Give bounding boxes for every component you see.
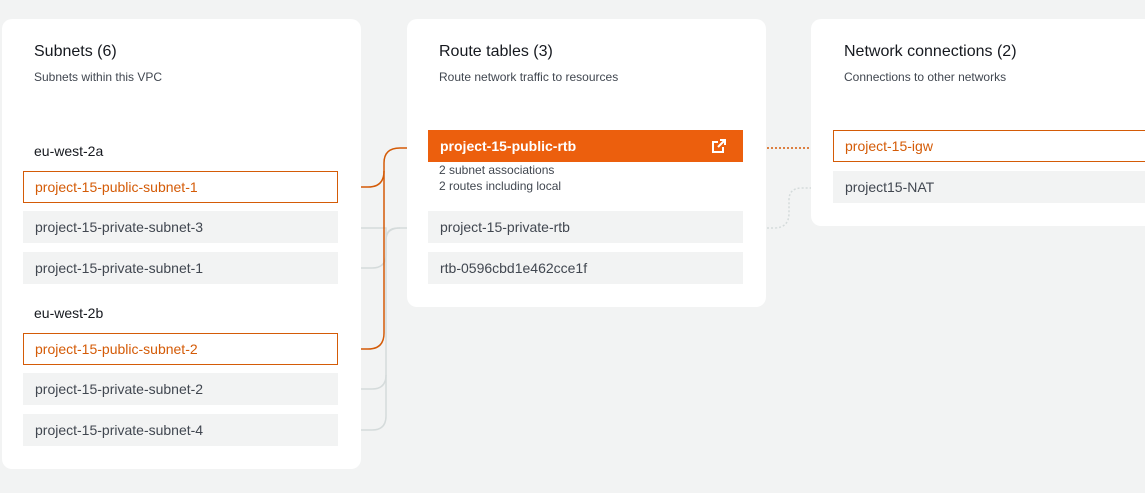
subnet-item[interactable]: project-15-private-subnet-1 <box>23 252 338 284</box>
route-table-item[interactable]: rtb-0596cbd1e462cce1f <box>428 252 743 284</box>
subnet-item[interactable]: project-15-private-subnet-4 <box>23 414 338 446</box>
external-link-icon[interactable] <box>711 138 727 154</box>
subnet-item[interactable]: project-15-public-subnet-2 <box>23 333 338 365</box>
subnets-panel: Subnets (6) Subnets within this VPC eu-w… <box>2 19 361 469</box>
subnet-item[interactable]: project-15-private-subnet-3 <box>23 211 338 243</box>
subnets-subtitle: Subnets within this VPC <box>34 70 163 84</box>
route-table-subnet-associations: 2 subnet associations <box>439 163 555 177</box>
route-tables-panel: Route tables (3) Route network traffic t… <box>407 19 766 307</box>
subnet-item[interactable]: project-15-private-subnet-2 <box>23 373 338 405</box>
route-tables-title: Route tables (3) <box>439 43 553 60</box>
network-connections-title: Network connections (2) <box>844 43 1017 60</box>
route-table-item-active[interactable]: project-15-public-rtb <box>428 130 743 162</box>
route-tables-subtitle: Route network traffic to resources <box>439 70 619 84</box>
az-label-eu-west-2a: eu-west-2a <box>34 143 104 159</box>
network-connections-subtitle: Connections to other networks <box>844 70 1007 84</box>
az-label-eu-west-2b: eu-west-2b <box>34 305 104 321</box>
route-table-name: project-15-public-rtb <box>440 138 577 154</box>
subnets-title: Subnets (6) <box>34 43 117 60</box>
network-connection-item[interactable]: project15-NAT <box>833 171 1145 203</box>
route-table-routes-summary: 2 routes including local <box>439 179 562 193</box>
subnet-item[interactable]: project-15-public-subnet-1 <box>23 171 338 203</box>
network-connection-item[interactable]: project-15-igw <box>833 130 1145 162</box>
route-table-item[interactable]: project-15-private-rtb <box>428 211 743 243</box>
network-connections-panel: Network connections (2) Connections to o… <box>811 19 1145 226</box>
